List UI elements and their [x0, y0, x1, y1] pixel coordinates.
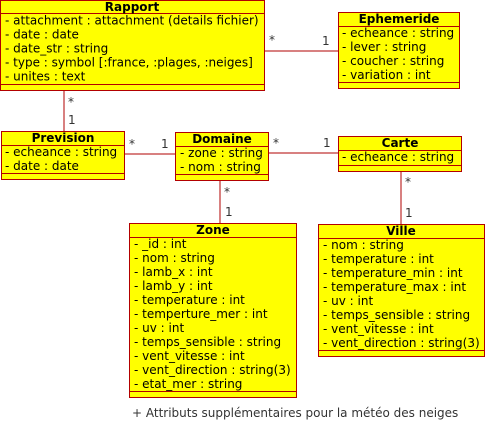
class-carte: Carte - echeance : string [338, 136, 462, 172]
class-attribute: - temperature_max : int [323, 280, 466, 294]
class-attribute: - zone : string [180, 146, 263, 160]
class-ville: Ville - nom : string - temperature : int… [318, 224, 485, 357]
multiplicity-label: * [269, 33, 275, 47]
class-attribute: - lever : string [342, 40, 426, 54]
class-domaine: Domaine - zone : string - nom : string [175, 132, 269, 181]
class-attribute: - uv : int [323, 294, 373, 308]
class-attribute: - nom : string [323, 238, 404, 252]
class-name: Ephemeride [359, 12, 440, 26]
association-rapport-prevision: * 1 [63, 91, 76, 132]
association-carte-ville: * 1 [400, 172, 413, 225]
class-box [0, 0, 265, 91]
class-attribute: - lamb_y : int [134, 279, 213, 293]
class-attribute: - _id : int [134, 237, 187, 251]
footnote: + Attributs supplémentaires pour la mété… [132, 406, 458, 420]
class-attribute: - echeance : string [342, 150, 454, 164]
class-attribute: - unites : text [5, 70, 86, 84]
class-attribute: - temperature : int [323, 252, 434, 266]
multiplicity-label: 1 [405, 206, 413, 220]
multiplicity-label: 1 [323, 136, 331, 150]
class-attribute: - temperature_min : int [323, 266, 463, 280]
class-attribute: - date_str : string [5, 42, 108, 56]
class-box [318, 224, 485, 357]
class-box [1, 131, 125, 180]
multiplicity-label: 1 [161, 137, 169, 151]
multiplicity-label: * [405, 175, 411, 189]
class-box [175, 132, 269, 181]
multiplicity-label: 1 [225, 205, 233, 219]
class-attribute: - temperature : int [134, 293, 245, 307]
class-attribute: - nom : string [180, 160, 261, 174]
class-attribute: - date : date [5, 28, 79, 42]
class-attribute: - variation : int [342, 68, 431, 82]
class-attribute: - vent_direction : string(3) [323, 336, 480, 350]
association-domaine-carte: * 1 [268, 136, 339, 154]
multiplicity-label: * [273, 136, 279, 150]
class-name: Prevision [32, 131, 95, 145]
class-rapport: Rapport - attachment : attachment (detai… [0, 0, 265, 91]
multiplicity-label: * [68, 95, 74, 109]
class-attribute: - temperture_mer : int [134, 307, 268, 321]
class-ephemeride: Ephemeride - echeance : string - lever :… [338, 12, 460, 89]
class-name: Zone [196, 223, 230, 237]
multiplicity-label: 1 [68, 113, 76, 127]
class-attribute: - date : date [5, 159, 79, 173]
class-box [129, 223, 297, 398]
class-name: Rapport [105, 0, 160, 14]
class-attribute: - echeance : string [342, 26, 454, 40]
class-zone: Zone - _id : int - nom : string - lamb_x… [129, 223, 297, 398]
class-box [338, 12, 460, 89]
multiplicity-label: * [129, 137, 135, 151]
class-attribute: - temps_sensible : string [134, 335, 281, 349]
multiplicity-label: * [224, 185, 230, 199]
association-domaine-zone: * 1 [219, 181, 233, 224]
class-attribute: - vent_vitesse : int [323, 322, 434, 336]
class-attribute: - vent_vitesse : int [134, 349, 245, 363]
class-name: Domaine [192, 132, 252, 146]
class-attribute: - type : symbol [:france, :plages, :neig… [5, 56, 253, 70]
class-attribute: - echeance : string [5, 145, 117, 159]
class-attribute: - lamb_x : int [134, 265, 213, 279]
class-attribute: - coucher : string [342, 54, 444, 68]
association-prevision-domaine: * 1 [124, 137, 176, 155]
class-attribute: - uv : int [134, 321, 184, 335]
class-attribute: - attachment : attachment (details fichi… [5, 14, 259, 28]
class-name: Carte [382, 136, 419, 150]
association-rapport-ephemeride: * 1 [264, 33, 338, 52]
class-prevision: Prevision - echeance : string - date : d… [1, 131, 125, 180]
multiplicity-label: 1 [322, 34, 330, 48]
class-attribute: - temps_sensible : string [323, 308, 470, 322]
class-attribute: - nom : string [134, 251, 215, 265]
class-attribute: - vent_direction : string(3) [134, 363, 291, 377]
class-name: Ville [386, 224, 416, 238]
class-attribute: - etat_mer : string [134, 377, 242, 391]
